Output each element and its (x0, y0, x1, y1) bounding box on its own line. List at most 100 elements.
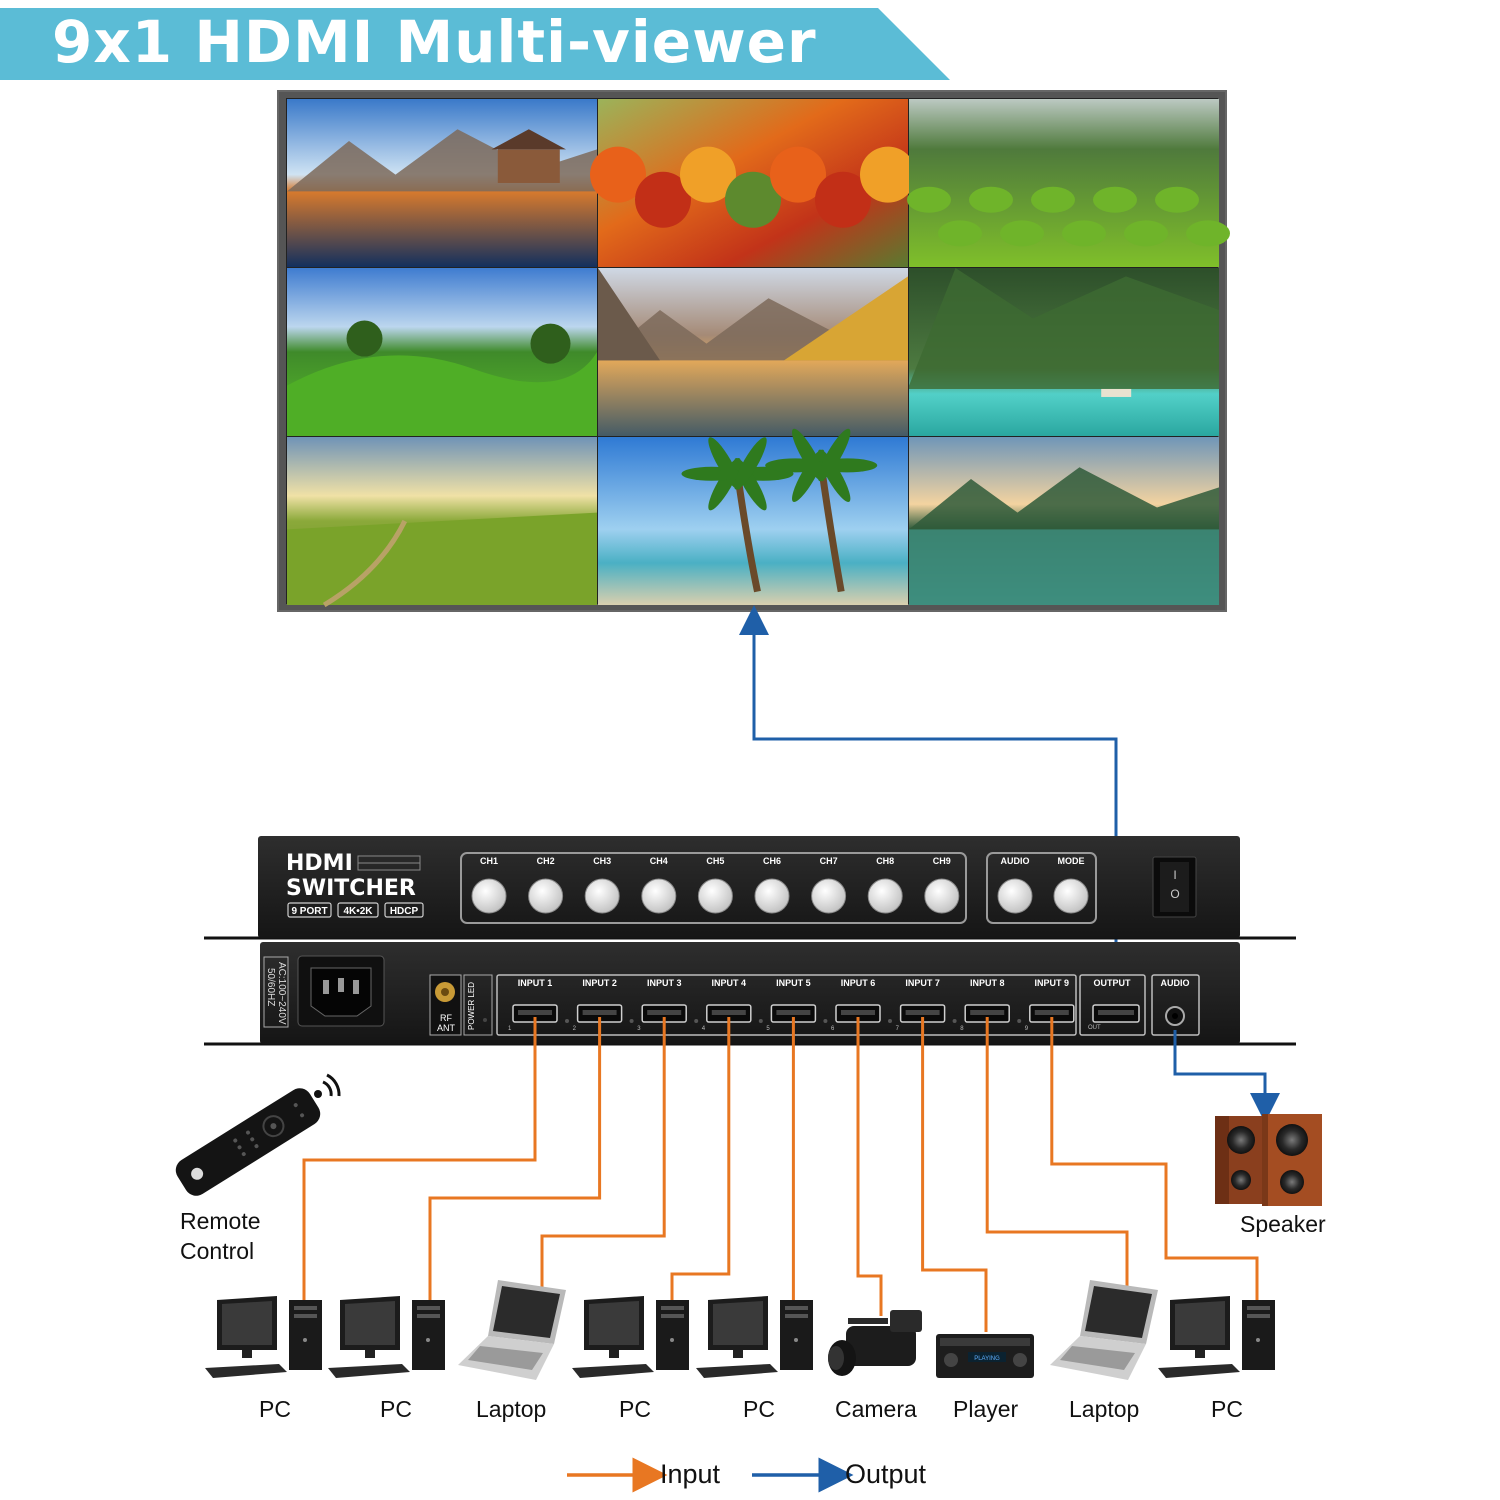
hdmi-input-number: 2 (573, 1026, 577, 1032)
channel-button-label: CH4 (650, 856, 668, 866)
pc-icon (205, 1296, 322, 1378)
input-device-5 (696, 1296, 813, 1378)
page-title: 9x1 HDMI Multi-viewer (52, 8, 817, 76)
channel-button-4[interactable] (641, 878, 677, 914)
device-label: PC (259, 1396, 291, 1422)
channel-button-7[interactable] (811, 878, 847, 914)
screen-tile-5 (598, 268, 908, 436)
channel-button-9[interactable] (924, 878, 960, 914)
input-device-1 (205, 1296, 322, 1378)
wireless-signal-icon (314, 1073, 341, 1098)
title-banner (0, 8, 950, 80)
ac-label-box (263, 956, 289, 1028)
hdmi-input-number: 4 (702, 1026, 706, 1032)
port-indicator-dot (952, 1019, 957, 1023)
port-indicator-dot (758, 1019, 763, 1023)
camera-icon (828, 1310, 922, 1376)
output-port-label: OUTPUT (1094, 978, 1132, 988)
screen-tile-7 (287, 437, 597, 608)
brand-switcher: SWITCHER (286, 876, 416, 901)
channel-button-label: CH8 (876, 856, 894, 866)
input-device-2 (328, 1296, 445, 1378)
input-device-3 (458, 1280, 566, 1380)
input-cable (428, 1017, 602, 1300)
hdmi-output-port[interactable] (1092, 1004, 1140, 1023)
monitor-screen (277, 90, 1230, 612)
device-label: PC (1211, 1396, 1243, 1422)
channel-button-2[interactable] (528, 878, 564, 914)
laptop-icon (458, 1280, 566, 1380)
ac-power-socket[interactable] (297, 955, 385, 1027)
audio-button[interactable] (997, 878, 1033, 914)
audio-port-label: AUDIO (1161, 978, 1190, 988)
port-indicator-dot (888, 1019, 892, 1023)
input-cable (670, 1017, 731, 1300)
hdmi-input-label: INPUT 3 (647, 978, 682, 988)
rf-antenna-port[interactable] (429, 974, 462, 1036)
ac-rating-label: AC:100~240V (276, 962, 287, 1025)
port-indicator-dot (1017, 1019, 1022, 1023)
power-off-symbol: O (1170, 887, 1179, 901)
hdmi-input-port-2[interactable] (576, 1004, 623, 1023)
legend-output-label: Output (845, 1459, 927, 1489)
screen-tile-2 (590, 99, 916, 267)
hdmi-input-label: INPUT 5 (776, 978, 811, 988)
hdmi-input-bay (496, 974, 1077, 1036)
audio-cable (1173, 1030, 1280, 1123)
channel-button-bay (460, 852, 967, 924)
input-cable (985, 1017, 1129, 1288)
device-label: Player (953, 1396, 1019, 1422)
power-led-label: POWER LED (467, 982, 476, 1030)
audio-out-jack[interactable] (1165, 1006, 1185, 1026)
hdmi-output-bay (1079, 974, 1146, 1036)
pc-icon (328, 1296, 445, 1378)
channel-button-label: CH9 (933, 856, 951, 866)
hdmi-input-port-6[interactable] (835, 1004, 881, 1023)
spec-badge: 4K•2K (337, 902, 379, 918)
screen-tile-4 (287, 268, 597, 436)
screen-tile-8 (598, 428, 908, 605)
port-indicator-dot (694, 1019, 699, 1023)
channel-button-6[interactable] (754, 878, 790, 914)
spec-badge-text: HDCP (390, 906, 419, 917)
power-rocker-switch[interactable]: I O (1152, 856, 1197, 918)
input-device-9 (1158, 1296, 1275, 1378)
hdmi-input-label: INPUT 1 (518, 978, 553, 988)
input-device-8 (1050, 1280, 1158, 1380)
input-cable (1050, 1017, 1259, 1300)
aux-button-bay (986, 852, 1097, 924)
player-icon: PLAYING (936, 1334, 1034, 1378)
mode-button[interactable] (1053, 878, 1089, 914)
channel-button-8[interactable] (867, 878, 903, 914)
spec-badge: 9 PORT (287, 902, 332, 918)
hdmi-input-label: INPUT 8 (970, 978, 1005, 988)
device-label: PC (380, 1396, 412, 1422)
channel-button-1[interactable] (471, 878, 507, 914)
spec-badge-text: 4K•2K (343, 906, 373, 917)
hdmi-input-label: INPUT 7 (905, 978, 940, 988)
input-cable (302, 1017, 537, 1300)
channel-button-label: CH2 (537, 856, 555, 866)
device-label: Laptop (476, 1396, 547, 1422)
switcher-rear-panel: AC:100~240V 50/60HZ RF ANT POWER LED INP… (204, 942, 1296, 1046)
brand-hdmi: HDMI (286, 851, 353, 876)
hdmi-input-label: INPUT 2 (582, 978, 617, 988)
screen-tile-6 (909, 268, 1219, 436)
laptop-icon (1050, 1280, 1158, 1380)
hdmi-input-number: 7 (896, 1026, 900, 1032)
remote-label-line1: Remote (180, 1208, 261, 1234)
channel-button-3[interactable] (584, 878, 620, 914)
screen-tile-1 (287, 99, 597, 267)
device-label: Camera (835, 1396, 917, 1422)
remote-control (175, 1073, 341, 1196)
legend-input-label: Input (660, 1459, 721, 1489)
power-led-indicator (483, 1018, 487, 1022)
power-led-box (463, 974, 493, 1036)
channel-button-5[interactable] (697, 878, 733, 914)
screen-tile-9 (909, 437, 1219, 605)
screen-tile-3 (907, 99, 1230, 267)
device-label: PC (619, 1396, 651, 1422)
pc-icon (572, 1296, 689, 1378)
